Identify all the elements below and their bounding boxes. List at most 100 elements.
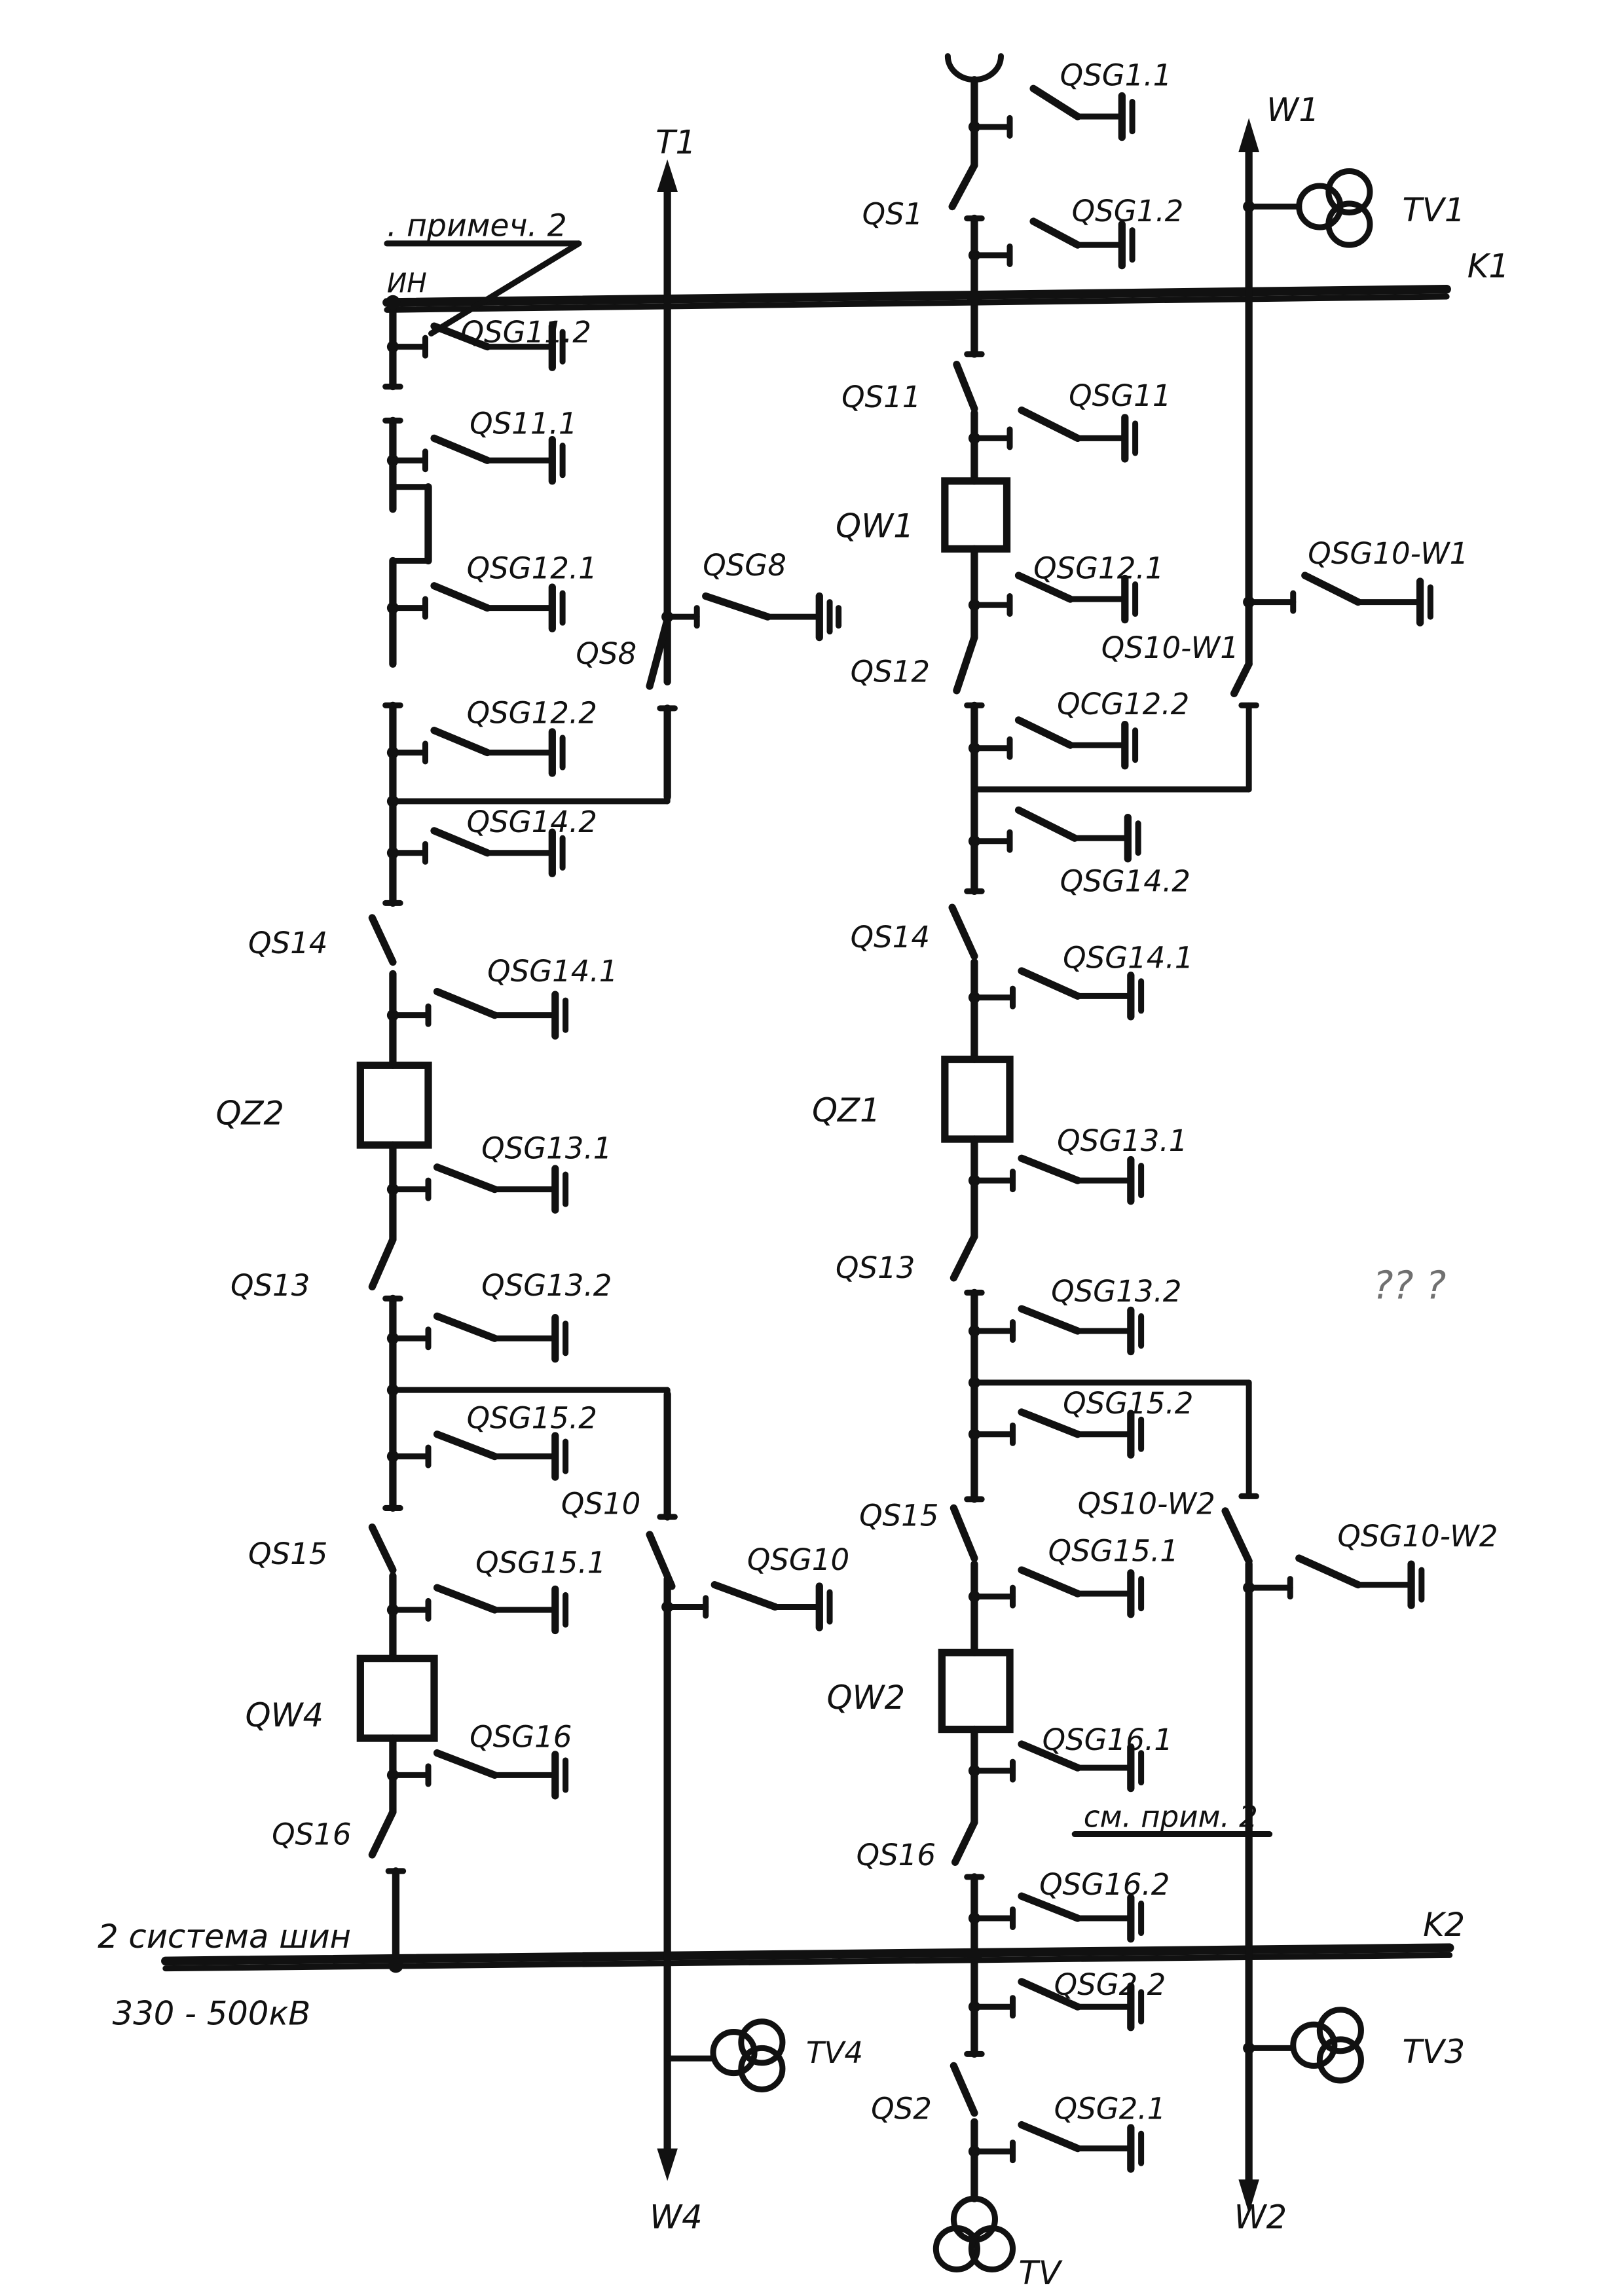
label-tv: TV: [1019, 2254, 1063, 2292]
ground-qsg16-1: [971, 1740, 1145, 1793]
tv3-transformer-icon: [1246, 2007, 1364, 2084]
label-w4: W4: [650, 2198, 703, 2236]
label-qs15-center: QS15: [859, 1498, 938, 1533]
ground-qsg13-1-left: [390, 1163, 569, 1214]
label-qs10-w2: QS10-W2: [1078, 1486, 1215, 1521]
label-tv3: TV3: [1403, 2033, 1466, 2071]
ground-qsg15-1-left: [390, 1584, 569, 1635]
label-qsg13-2-center: QSG13.2: [1051, 1274, 1181, 1309]
label-qs15-left: QS15: [248, 1537, 327, 1571]
left-ground-switches: [390, 322, 569, 1800]
label-w1: W1: [1266, 91, 1320, 129]
label-qsg10-w2: QSG10-W2: [1337, 1519, 1498, 1554]
qsg8-ground: [664, 592, 842, 642]
label-qs12: QS12: [851, 654, 930, 689]
ground-qs11-1: [390, 434, 566, 485]
label-qs8: QS8: [576, 636, 637, 671]
label-qsg8: QSG8: [703, 548, 786, 583]
label-w2: W2: [1234, 2198, 1287, 2236]
tv1-transformer-icon: [1246, 168, 1373, 248]
labels: T1 W1 TV1 K1 . примеч. 2 ИН QSG11.2 QS11…: [98, 58, 1509, 2292]
label-qsg11: QSG11: [1069, 378, 1171, 413]
label-tv1: TV1: [1403, 191, 1466, 229]
ground-qsg2-2: [971, 1978, 1145, 2032]
label-qsg15-1-left: QSG15.1: [475, 1546, 606, 1580]
label-qs11: QS11: [841, 380, 921, 414]
label-qs14-center: QS14: [851, 920, 930, 955]
label-qs13-left: QS13: [231, 1268, 310, 1303]
label-k2: K2: [1423, 1906, 1465, 1944]
note-top: . примеч. 2: [387, 208, 567, 244]
note-bottom: см. прим. 2: [1084, 1799, 1258, 1834]
label-qsg13-2-left: QSG13.2: [481, 1268, 612, 1303]
ground-qsg15-2-center: [971, 1408, 1145, 1459]
ground-qsg16-left: [390, 1749, 569, 1800]
left-column: [356, 295, 671, 1973]
label-qsg13-1-left: QSG13.1: [481, 1131, 612, 1165]
label-qsg12-1-center: QSG12.1: [1033, 551, 1164, 586]
ground-qsg14-1-center: [971, 967, 1145, 1021]
ground-qsg14-2-center: [971, 806, 1141, 863]
busbar-k1: [382, 284, 1451, 313]
label-qs10-w1: QS10-W1: [1101, 630, 1239, 665]
ground-qsg14-2-left: [390, 827, 566, 877]
line-t1-w4: [646, 159, 678, 2181]
label-qs14-left: QS14: [248, 926, 327, 960]
label-k1-fragment: ИН: [387, 267, 427, 299]
tv-transformer-icon: [932, 2195, 1016, 2272]
label-qsg14-2-left: QSG14.2: [467, 805, 597, 839]
label-qsg15-2-center: QSG15.2: [1063, 1386, 1193, 1421]
label-t1: T1: [655, 123, 696, 161]
label-k1: K1: [1467, 247, 1509, 285]
label-qs13-center: QS13: [836, 1250, 915, 1285]
label-qsg12-1-left: QSG12.1: [467, 551, 597, 586]
label-tv4: TV4: [806, 2035, 863, 2070]
label-qsg14-1-center: QSG14.1: [1063, 941, 1193, 975]
label-qsg10: QSG10: [747, 1542, 849, 1577]
label-qsg1-2: QSG1.2: [1072, 194, 1184, 228]
label-qsg12-2-left: QSG12.2: [467, 695, 597, 730]
label-qsg2-1: QSG2.1: [1054, 2092, 1166, 2126]
ground-qsg12-2: [390, 727, 566, 777]
ground-qsg10-w2: [1246, 1554, 1425, 1609]
tv4-transformer-icon: [664, 2018, 786, 2092]
label-qsg13-1-center: QSG13.1: [1057, 1123, 1187, 1158]
label-qs11-1: QS11.1: [470, 407, 577, 441]
label-qsg11-2: QSG11.2: [461, 315, 591, 350]
ground-qsg15-2-left: [390, 1430, 569, 1481]
stray-scribble: ?? ?: [1373, 1263, 1446, 1307]
label-qsg16-1: QSG16.1: [1043, 1722, 1173, 1757]
label-qsg16-2: QSG16.2: [1039, 1867, 1170, 1902]
ground-qsg16-2: [971, 1892, 1145, 1943]
ground-qsg1-1: [971, 84, 1135, 141]
label-qsg1-1: QSG1.1: [1060, 58, 1172, 93]
label-qs10: QS10: [561, 1486, 640, 1521]
label-qcg12-2: QCG12.2: [1057, 687, 1189, 721]
ground-qsg15-1-center: [971, 1566, 1145, 1618]
ground-qsg12-1-center: [971, 572, 1139, 624]
label-qs2: QS2: [871, 2092, 932, 2126]
line-w1-w2: [1221, 118, 1259, 2214]
label-qsg14-2-center: QSG14.2: [1060, 864, 1190, 898]
label-qz1: QZ1: [812, 1091, 881, 1129]
ground-qsg13-1-center: [971, 1154, 1145, 1205]
label-qz2: QZ2: [215, 1094, 284, 1132]
ground-qsg10-w1: [1246, 572, 1433, 627]
center-ground-switches: [971, 84, 1145, 2173]
ground-qsg2-1: [971, 2121, 1145, 2173]
busbar-k2: [161, 1943, 1454, 1972]
label-qw4: QW4: [246, 1696, 324, 1734]
note-leaders: [384, 240, 1273, 1838]
label-qw1: QW1: [836, 507, 914, 545]
label-qw2: QW2: [827, 1679, 906, 1717]
ground-qsg1-2: [971, 217, 1135, 270]
ground-qsg12-1: [390, 582, 566, 632]
label-qs16-left: QS16: [272, 1817, 351, 1851]
label-voltage: 330 - 500кВ: [113, 1994, 311, 2032]
ground-qsg14-1-left: [390, 987, 569, 1040]
ground-qsg13-2-left: [390, 1312, 569, 1363]
label-qsg16-left: QSG16: [470, 1720, 572, 1755]
ground-qsg11: [971, 406, 1139, 463]
